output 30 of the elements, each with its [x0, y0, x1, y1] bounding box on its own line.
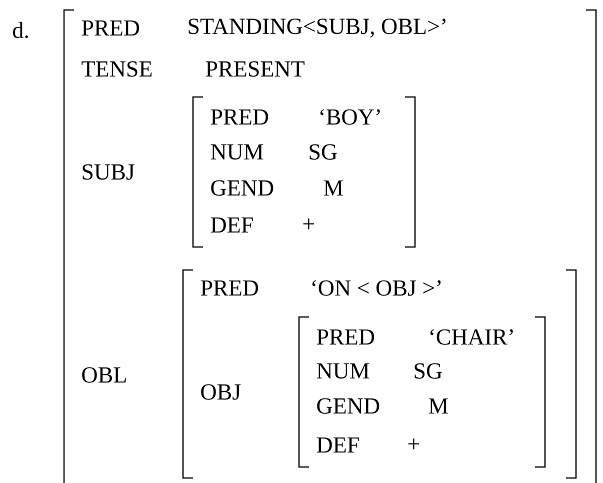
attribute-name: PRED	[200, 280, 258, 296]
attribute-matrix	[192, 96, 416, 248]
attribute-value: ‘BOY’	[320, 109, 380, 125]
attribute-value: ‘CHAIR’	[430, 329, 513, 345]
attribute-name: SUBJ	[82, 164, 134, 180]
attribute-name: GEND	[317, 398, 380, 414]
attribute-matrix	[298, 316, 546, 468]
attribute-name: NUM	[210, 144, 264, 160]
attribute-name: NUM	[316, 363, 370, 379]
attribute-name: PRED	[82, 20, 140, 36]
attribute-value: M	[428, 398, 448, 414]
attribute-value: STANDING<SUBJ, OBL>’	[188, 18, 446, 38]
attribute-value: PRESENT	[206, 61, 304, 77]
attribute-value: SG	[310, 144, 337, 160]
attribute-name: PRED	[210, 109, 268, 125]
attribute-name: OBL	[82, 367, 126, 383]
attribute-value: M	[324, 180, 343, 196]
attribute-name: DEF	[210, 217, 253, 233]
attribute-value: SG	[414, 363, 442, 379]
attribute-name: OBJ	[201, 384, 241, 400]
example-label: d.	[13, 22, 28, 38]
attribute-name: GEND	[211, 180, 274, 196]
attribute-matrix	[182, 269, 577, 479]
attribute-name: TENSE	[82, 61, 152, 77]
attribute-name: PRED	[316, 329, 374, 345]
attribute-value: +	[408, 438, 420, 450]
attribute-matrix	[63, 9, 597, 483]
attribute-value: ‘ON < OBJ >’	[312, 280, 441, 296]
attribute-value: +	[303, 218, 314, 230]
attribute-name: DEF	[316, 437, 359, 453]
